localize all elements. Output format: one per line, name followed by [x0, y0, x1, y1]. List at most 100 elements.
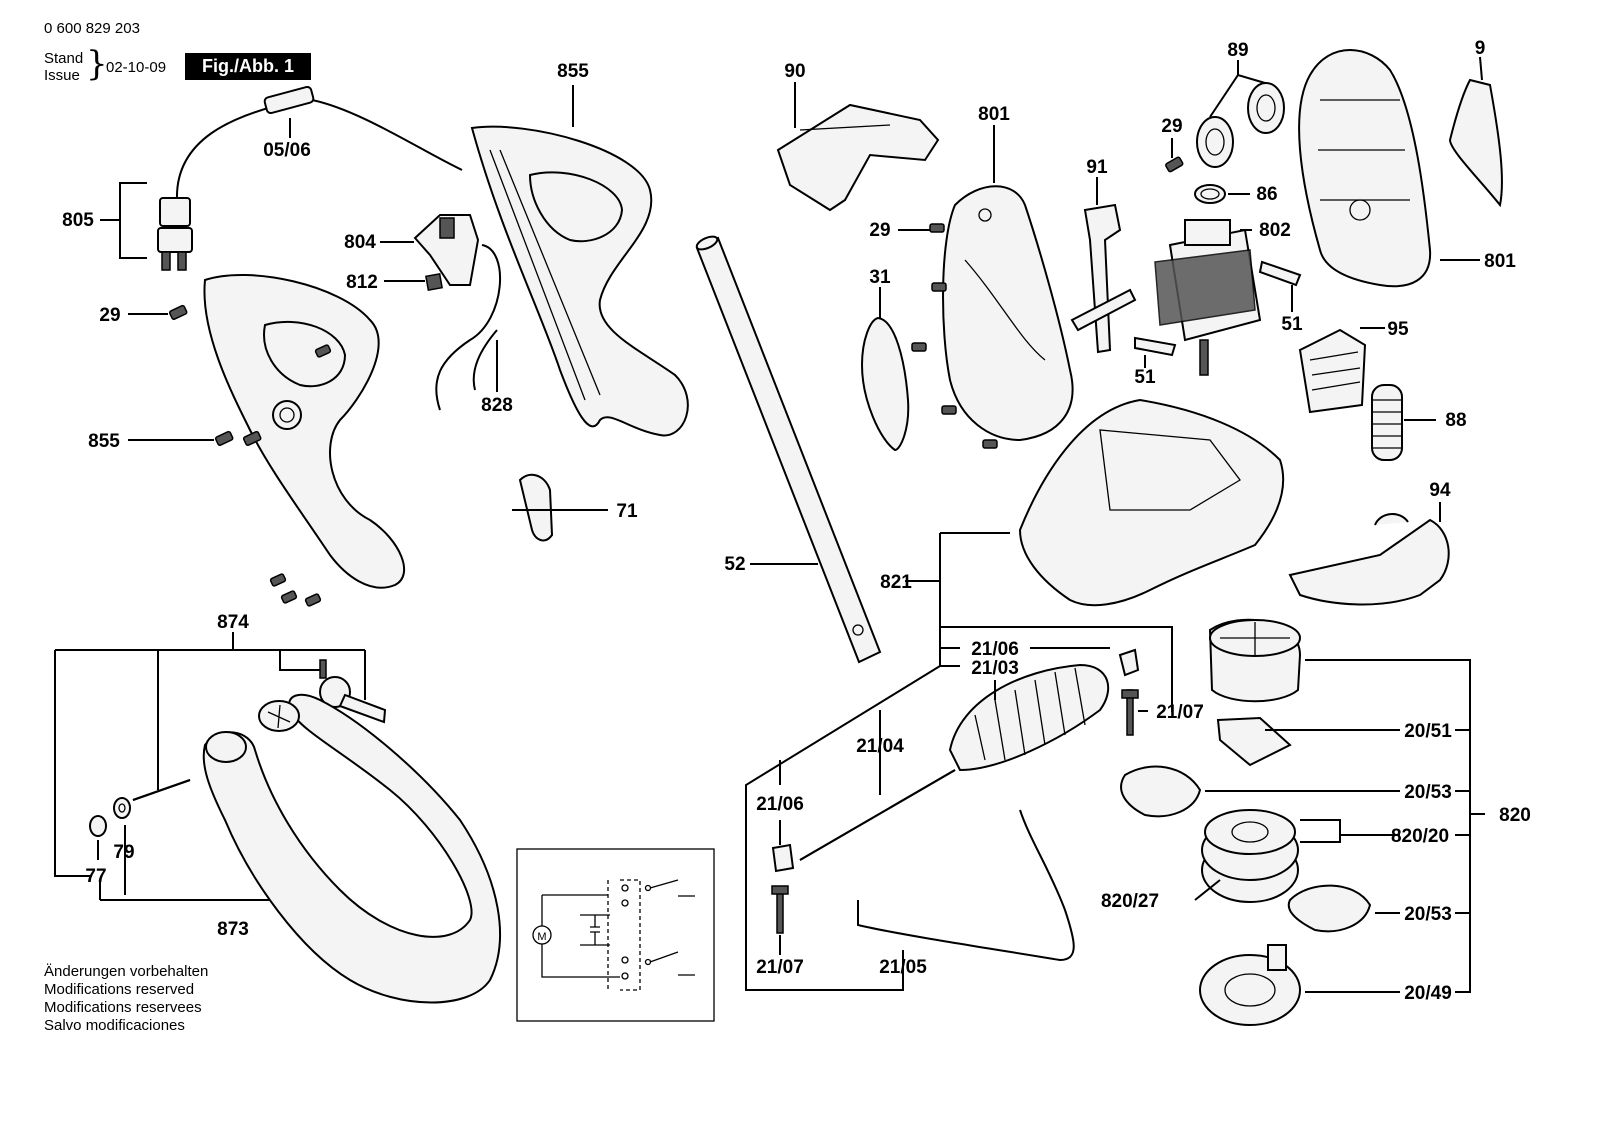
label-20-53-lower: 20/53 [1404, 904, 1452, 925]
label-05-06: 05/06 [263, 140, 311, 161]
document-number: 0 600 829 203 [44, 20, 140, 37]
screw-21-07-top [1121, 689, 1139, 736]
figure-label: Fig./Abb. 1 [185, 53, 311, 80]
label-801-middle: 801 [978, 104, 1010, 125]
rod-21-04 [799, 769, 956, 861]
label-29-middle: 29 [869, 220, 890, 241]
handle-half-left [203, 273, 406, 589]
label-21-04: 21/04 [856, 736, 904, 757]
pin-874 [132, 779, 191, 801]
plate-9 [1448, 78, 1503, 208]
clip-20-53-upper [1120, 765, 1202, 818]
lever-91 [1070, 203, 1137, 354]
label-31: 31 [869, 267, 891, 288]
pulleys-89 [1196, 82, 1285, 168]
brace-symbol: } [86, 44, 108, 84]
cover-95 [1298, 328, 1367, 414]
label-801-right: 801 [1484, 251, 1516, 272]
label-29-left: 29 [99, 305, 120, 326]
label-802: 802 [1259, 220, 1291, 241]
clip-21-06-top [1118, 648, 1140, 677]
label-820-27: 820/27 [1101, 891, 1159, 912]
label-20-49: 20/49 [1404, 983, 1452, 1004]
label-86: 86 [1256, 184, 1277, 205]
label-21-07-low: 21/07 [756, 957, 804, 978]
screws-middle [911, 223, 998, 449]
label-95: 95 [1387, 319, 1409, 340]
plate-31 [860, 316, 910, 452]
housing-half-right [1298, 49, 1432, 288]
shaft-tube [695, 235, 882, 664]
clip-51-lower [1134, 336, 1177, 357]
label-855-top: 855 [557, 61, 589, 82]
label-20-51: 20/51 [1404, 721, 1452, 742]
label-21-07-top: 21/07 [1156, 702, 1204, 723]
boot-21-03 [948, 663, 1110, 772]
label-821: 821 [880, 572, 912, 593]
notice-line-fr: Modifications reservees [44, 999, 202, 1016]
label-21-05: 21/05 [879, 957, 927, 978]
cover-90 [776, 103, 940, 212]
label-874: 874 [217, 612, 249, 633]
label-89: 89 [1227, 40, 1248, 61]
label-29-right: 29 [1161, 116, 1182, 137]
handle-half-right [470, 125, 689, 437]
label-828: 828 [481, 395, 513, 416]
label-21-06-low: 21/06 [756, 794, 804, 815]
notice-line-es: Salvo modificaciones [44, 1017, 185, 1034]
motor-symbol: M [537, 931, 546, 943]
stand-label: Stand [44, 50, 84, 67]
wire-21-05 [857, 809, 1075, 962]
label-804: 804 [344, 232, 376, 253]
stand-issue-labels: Stand Issue [44, 50, 83, 84]
label-88: 88 [1445, 410, 1466, 431]
label-820-20: 820/20 [1391, 826, 1449, 847]
washers-79 [89, 797, 131, 837]
ring-86 [1194, 184, 1226, 204]
spool-820-20 [1201, 809, 1299, 903]
notice-line-de: Änderungen vorbehalten [44, 963, 209, 980]
key-71 [512, 473, 554, 542]
notice-line-en: Modifications reserved [44, 981, 195, 998]
label-820: 820 [1499, 805, 1531, 826]
bow-handle-873 [202, 693, 501, 1004]
label-79: 79 [113, 842, 134, 863]
label-77: 77 [85, 866, 106, 887]
label-873: 873 [217, 919, 249, 940]
spool-housing-20-51 [1208, 618, 1302, 703]
insert-20-51 [1216, 716, 1292, 767]
label-21-06-top: 21/06 [971, 639, 1019, 660]
motor-802 [1154, 219, 1262, 376]
label-805: 805 [62, 210, 94, 231]
label-90: 90 [784, 61, 805, 82]
label-51-lower: 51 [1134, 367, 1156, 388]
cap-20-49 [1199, 944, 1301, 1026]
housing-half-middle [942, 185, 1074, 442]
label-91: 91 [1086, 157, 1108, 178]
part-labels: 05/06 805 29 855 855 804 812 828 71 874 … [62, 38, 1531, 1004]
label-9: 9 [1475, 38, 1486, 59]
power-cord [157, 85, 463, 271]
clip-51-upper [1258, 260, 1302, 287]
screw-29-right [1165, 156, 1184, 173]
clip-20-53-lower [1287, 884, 1372, 933]
knob-874 [319, 659, 387, 724]
label-94: 94 [1429, 480, 1451, 501]
wiring-schematic: M [516, 848, 715, 1022]
screw-21-07-low [771, 885, 789, 934]
clip-21-06-low [771, 843, 795, 873]
issue-label: Issue [44, 67, 80, 84]
modification-notice: Änderungen vorbehalten Modifications res… [44, 963, 208, 1035]
label-812: 812 [346, 272, 378, 293]
guard-821 [1018, 398, 1285, 607]
spring-88 [1371, 384, 1403, 461]
label-21-03: 21/03 [971, 658, 1019, 679]
label-855-left: 855 [88, 431, 120, 452]
label-20-53-upper: 20/53 [1404, 782, 1452, 803]
switch-assembly [413, 214, 502, 411]
screws-left [168, 304, 332, 607]
label-71: 71 [616, 501, 638, 522]
label-51-upper: 51 [1281, 314, 1303, 335]
bracket-94 [1288, 513, 1450, 606]
